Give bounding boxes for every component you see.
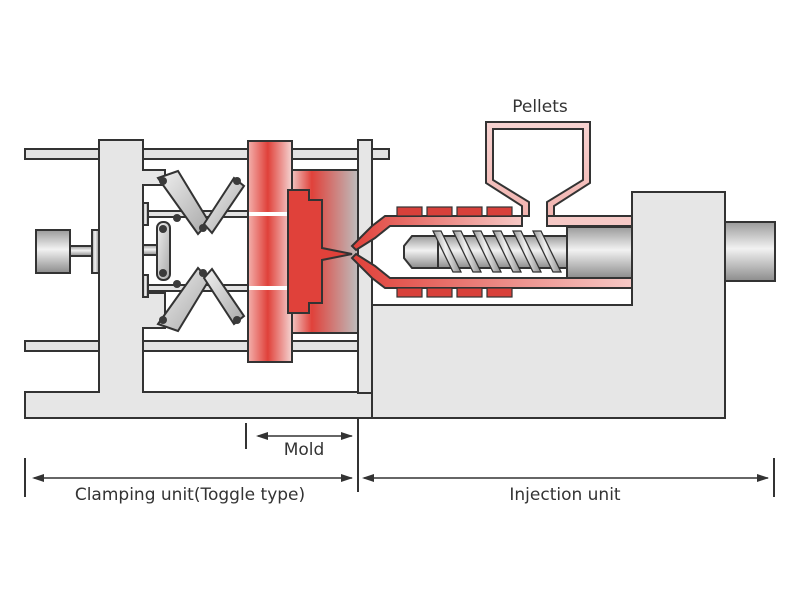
label-injection-unit: Injection unit (509, 485, 621, 505)
injection-motor (724, 221, 776, 282)
heater-bands-bottom (396, 287, 513, 298)
screw-tip (403, 235, 441, 269)
tie-bar-bottom (24, 340, 361, 352)
clamp-piston-rod (69, 245, 93, 257)
heater-bands-top (396, 206, 513, 217)
screw-flights (431, 230, 563, 273)
label-mold: Mold (284, 440, 325, 460)
clamp-flange (91, 229, 100, 274)
toggle-pins (159, 177, 241, 324)
label-clamping-unit: Clamping unit(Toggle type) (75, 485, 305, 505)
tie-bar-top (24, 148, 390, 160)
dimension-lines (24, 418, 775, 497)
barrel-upper-wall (350, 215, 523, 252)
hopper (485, 121, 591, 217)
moving-platen (247, 140, 293, 363)
screw-drive (566, 226, 633, 279)
mold-moving-half (287, 189, 353, 314)
label-pellets: Pellets (512, 97, 568, 117)
toggle-mechanism (156, 169, 246, 333)
clamp-cylinder (35, 229, 71, 274)
